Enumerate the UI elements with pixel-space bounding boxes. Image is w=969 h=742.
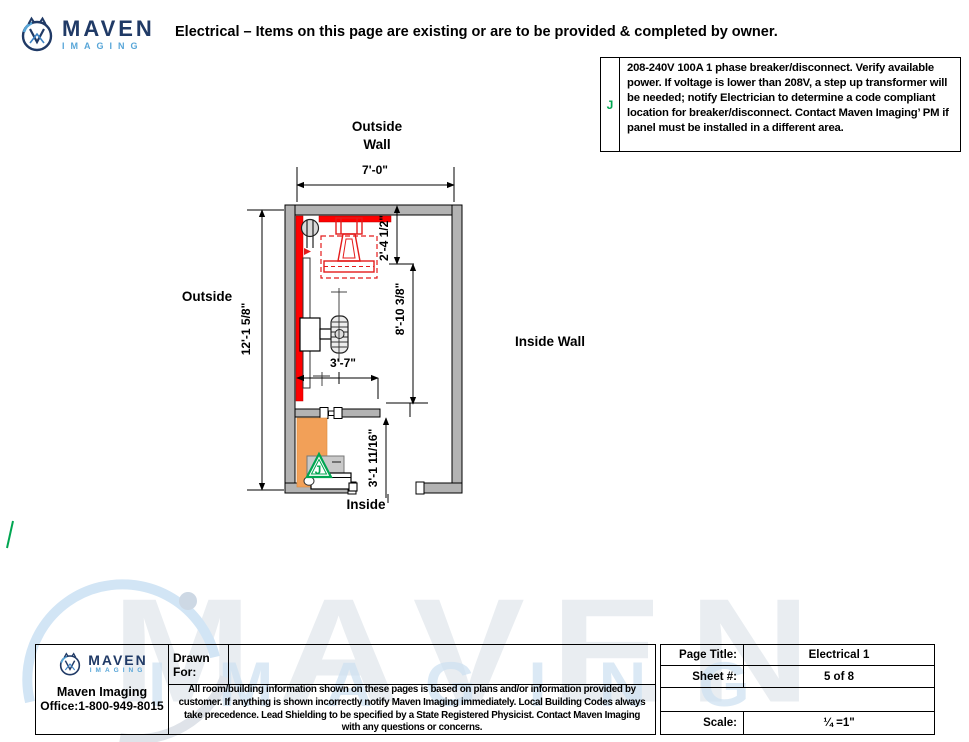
outside-label: Outside (181, 289, 233, 304)
wall-bottom-left (284, 482, 353, 494)
page-title-label: Page Title: (661, 645, 744, 665)
drawn-for-row: Drawn For: (169, 645, 655, 685)
maven-logo-icon (21, 16, 53, 52)
logo-sub-text: IMAGING (62, 40, 144, 51)
sheet-number-value: 5 of 8 (823, 670, 855, 683)
wall-left (284, 204, 296, 494)
company-cell: MAVEN IMAGING Maven Imaging Office:1-800… (36, 645, 169, 734)
disclaimer-text: All room/building information shown on t… (169, 683, 655, 734)
green-slash-mark (6, 520, 14, 549)
page-title: Electrical – Items on this page are exis… (175, 24, 778, 40)
scale-row: Scale: ¼ =1" (661, 712, 934, 734)
maven-logo: MAVEN IMAGING (16, 13, 155, 55)
title-block-right: Page Title: Electrical 1 Sheet #: 5 of 8… (660, 644, 935, 735)
page-title-value: Electrical 1 (808, 649, 870, 661)
note-ref-badge: J (601, 58, 620, 151)
dim-detector-offset: 2'-4 1/2" (377, 215, 391, 261)
sheet-number-row: Sheet #: 5 of 8 (661, 666, 934, 688)
outside-wall-label: Outside Wall (337, 118, 417, 154)
wall-stand-equipment (304, 217, 378, 279)
logo-sub-text: IMAGING (89, 667, 147, 675)
company-name: Maven Imaging (56, 685, 148, 699)
title-block-middle: Drawn For: All room/building information… (169, 645, 655, 734)
dim-top-width: 7'-0" (362, 163, 388, 177)
dimension-lines (247, 167, 455, 503)
sheet-number-label: Sheet #: (661, 666, 744, 687)
drawn-for-value (229, 645, 655, 684)
partition-wall-left (294, 408, 321, 418)
wall-bottom-right (423, 482, 463, 494)
maven-logo-small: MAVEN IMAGING (42, 650, 162, 678)
dim-tube-offset: 3'-7" (330, 356, 356, 370)
note-text: 208-240V 100A 1 phase breaker/disconnect… (627, 62, 949, 135)
inside-label: Inside (346, 497, 386, 512)
scale-value: ¼ =1" (823, 717, 855, 729)
dim-room-depth: 8'-10 3/8" (393, 282, 407, 336)
page-title-row: Page Title: Electrical 1 (661, 645, 934, 666)
drawn-for-label: Drawn For: (169, 645, 229, 684)
title-block-left: MAVEN IMAGING Maven Imaging Office:1-800… (35, 644, 656, 735)
warning-triangle-icon: J (305, 451, 333, 479)
triangle-marker-label: J (315, 463, 322, 477)
logo-brand-text: MAVEN (62, 15, 155, 41)
company-office-phone: Office:1-800-949-8015 (40, 699, 164, 713)
lead-shield-left (295, 215, 304, 402)
disclaimer-text-span: All room/building information shown on t… (178, 683, 646, 734)
outside-wall-label-line2: Wall (363, 137, 391, 152)
wall-top (284, 204, 463, 216)
inside-wall-label: Inside Wall (514, 334, 585, 349)
empty-row (661, 688, 934, 712)
scale-label: Scale: (661, 712, 744, 734)
dim-left-height: 12'-1 5/8" (239, 302, 253, 356)
control-barrier (296, 417, 328, 488)
wall-right (451, 204, 463, 494)
maven-logo-icon (60, 652, 81, 676)
empty-cell (661, 688, 934, 711)
outside-wall-label-line1: Outside (351, 119, 403, 134)
electrical-note-box: J 208-240V 100A 1 phase breaker/disconne… (600, 57, 961, 152)
operator-console (303, 455, 358, 492)
logo-brand-text: MAVEN (88, 652, 148, 669)
dim-control-depth: 3'-1 11/16" (366, 428, 380, 488)
pipe-column-icon (300, 218, 320, 248)
